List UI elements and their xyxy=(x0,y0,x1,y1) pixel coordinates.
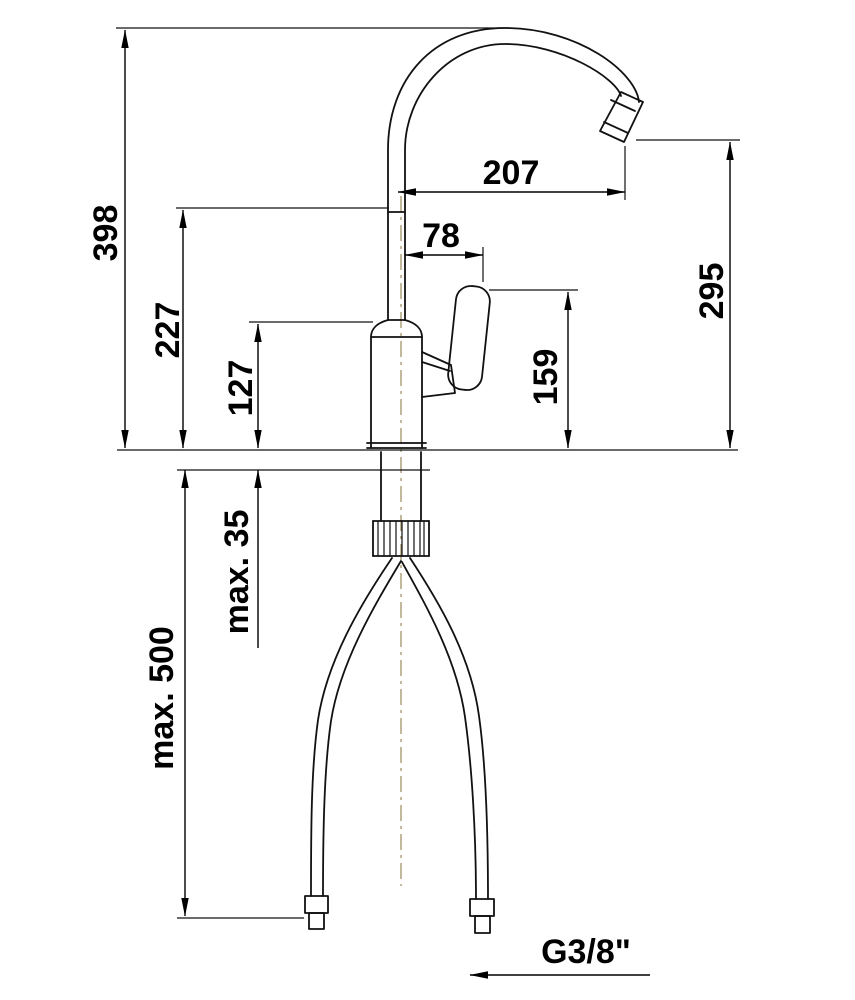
handle-lever xyxy=(447,285,491,391)
dim-label-398: 398 xyxy=(87,205,125,262)
dim-label-max500: max. 500 xyxy=(143,626,181,770)
extension-lines xyxy=(116,27,740,919)
handle-hub-line xyxy=(421,361,451,372)
nozzle xyxy=(599,91,644,143)
hose-right-connector-nipple xyxy=(474,915,491,934)
reference-lines xyxy=(117,449,738,471)
hose-right-outer xyxy=(409,557,489,900)
spout-inner xyxy=(404,43,622,213)
hose-right-connector-nut xyxy=(469,898,495,917)
hose-left-inner xyxy=(322,560,402,897)
faucet-outline xyxy=(304,27,644,934)
dim-label-127: 127 xyxy=(222,360,260,417)
dimension-labels: 398 227 127 max. 35 max. 500 295 159 207… xyxy=(87,154,731,971)
dim-label-thread: G3/8" xyxy=(541,933,631,971)
hose-right-inner xyxy=(401,561,477,900)
nozzle-band-bottom xyxy=(603,121,629,134)
dim-label-159: 159 xyxy=(527,349,565,406)
dim-label-207: 207 xyxy=(483,154,540,192)
mounting-nut-knurl xyxy=(377,520,425,557)
dim-label-295: 295 xyxy=(693,263,731,320)
dimension-lines xyxy=(121,29,734,979)
hose-left-outer xyxy=(310,557,393,897)
body-left xyxy=(370,319,389,449)
dim-label-227: 227 xyxy=(149,302,187,359)
dim-label-max35: max. 35 xyxy=(218,510,256,635)
body-right xyxy=(404,319,423,449)
handle-hub xyxy=(421,351,456,398)
dim-label-78: 78 xyxy=(422,217,460,255)
hose-left-connector-nut xyxy=(304,895,329,914)
nozzle-band-top xyxy=(610,99,636,112)
hose-left-connector-nipple xyxy=(308,912,325,930)
